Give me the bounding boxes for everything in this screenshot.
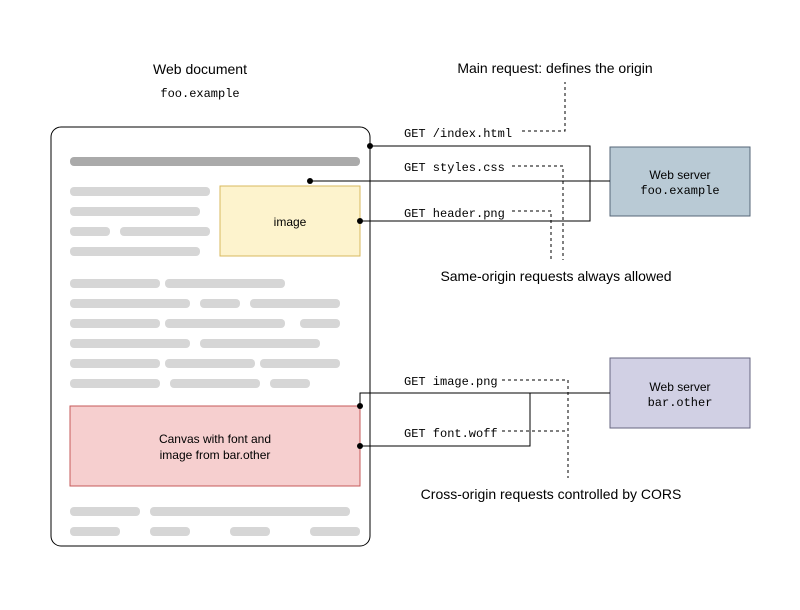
leader-main-request <box>522 82 566 132</box>
server-bar-host: bar.other <box>648 396 713 410</box>
request-font: GET font.woff <box>404 427 498 441</box>
text-bar <box>200 339 320 348</box>
connector-image <box>359 392 610 406</box>
connector-dot <box>367 143 373 149</box>
text-bar <box>70 359 160 368</box>
connector-dot <box>357 403 363 409</box>
leader-header <box>512 210 552 260</box>
leader-styles <box>512 165 564 260</box>
document-title: Web document <box>153 61 247 77</box>
connector-dot <box>357 218 363 224</box>
server-bar-label: Web server <box>649 380 710 394</box>
text-bar <box>70 507 140 516</box>
cross-origin-connectors <box>357 392 610 449</box>
text-bar <box>70 527 120 536</box>
server-foo-label: Web server <box>649 168 710 182</box>
same-origin-connectors <box>307 143 610 224</box>
text-bar <box>250 299 340 308</box>
connector-index-header <box>360 145 591 222</box>
text-bar <box>70 187 210 196</box>
text-bar <box>70 379 160 388</box>
request-header: GET header.png <box>404 207 505 221</box>
canvas-label-line1: Canvas with font and <box>159 432 271 446</box>
annotation-main-request: Main request: defines the origin <box>457 60 652 76</box>
connector-dot <box>357 443 363 449</box>
document-origin: foo.example <box>160 87 239 101</box>
text-bar <box>170 379 260 388</box>
text-bar <box>150 527 190 536</box>
text-bar <box>150 507 350 516</box>
text-bar <box>120 227 210 236</box>
text-bar <box>230 527 270 536</box>
text-bar <box>70 319 160 328</box>
annotation-same-origin: Same-origin requests always allowed <box>440 268 671 284</box>
text-bar <box>300 319 340 328</box>
text-bar <box>70 339 190 348</box>
text-bar <box>260 359 340 368</box>
text-bar <box>165 319 285 328</box>
annotation-cross-origin: Cross-origin requests controlled by CORS <box>421 486 682 502</box>
text-bar <box>70 247 200 256</box>
text-bar <box>310 527 360 536</box>
text-bar <box>70 227 110 236</box>
text-bar <box>165 359 255 368</box>
text-bar <box>70 299 190 308</box>
canvas-label-line2: image from bar.other <box>160 448 271 462</box>
canvas-box <box>69 405 361 487</box>
annotation-leaders <box>502 82 569 478</box>
text-bar <box>270 379 310 388</box>
text-bar <box>200 299 240 308</box>
server-foo-host: foo.example <box>640 184 719 198</box>
server-bar-box <box>609 357 751 429</box>
connector-font <box>360 393 531 447</box>
title-bar <box>70 157 360 166</box>
connector-dot <box>307 178 313 184</box>
request-image: GET image.png <box>404 375 498 389</box>
image-box-label: image <box>274 215 307 229</box>
document-content-placeholder <box>70 157 360 536</box>
server-foo-box <box>609 146 751 217</box>
leader-image <box>502 379 569 478</box>
image-box <box>219 185 361 257</box>
request-index: GET /index.html <box>404 127 512 141</box>
text-bar <box>70 207 200 216</box>
text-bar <box>165 279 285 288</box>
text-bar <box>70 279 160 288</box>
request-styles: GET styles.css <box>404 161 505 175</box>
